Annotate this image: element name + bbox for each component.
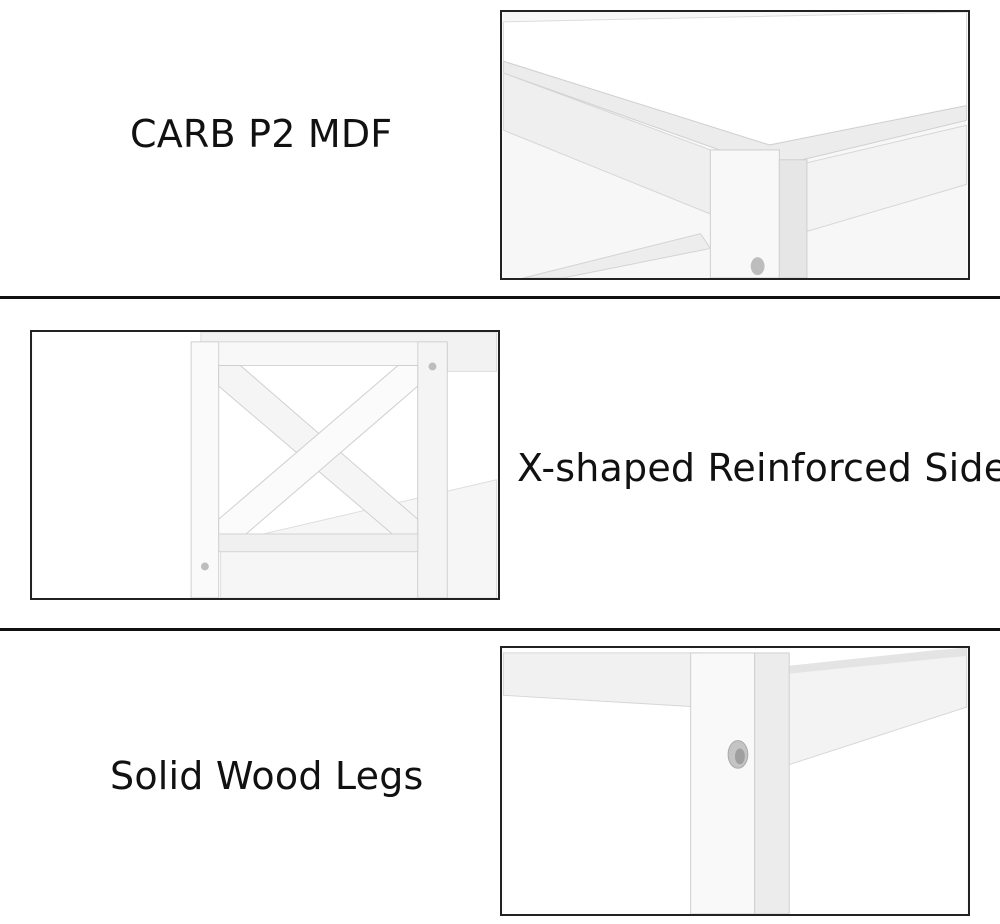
feature-caption-x-shaped-side: X-shaped Reinforced Side (517, 446, 1000, 490)
section-divider (0, 296, 1000, 299)
table-leg-photo (500, 646, 970, 916)
feature-caption-carb-p2-mdf: CARB P2 MDF (130, 112, 393, 156)
section-divider (0, 628, 1000, 631)
table-top-corner-photo (500, 10, 970, 280)
table-top-corner-illustration (502, 12, 968, 278)
x-brace-illustration (33, 332, 498, 598)
x-brace-side-photo (30, 330, 500, 600)
table-leg-illustration (502, 648, 968, 914)
feature-caption-solid-wood-legs: Solid Wood Legs (110, 754, 424, 798)
